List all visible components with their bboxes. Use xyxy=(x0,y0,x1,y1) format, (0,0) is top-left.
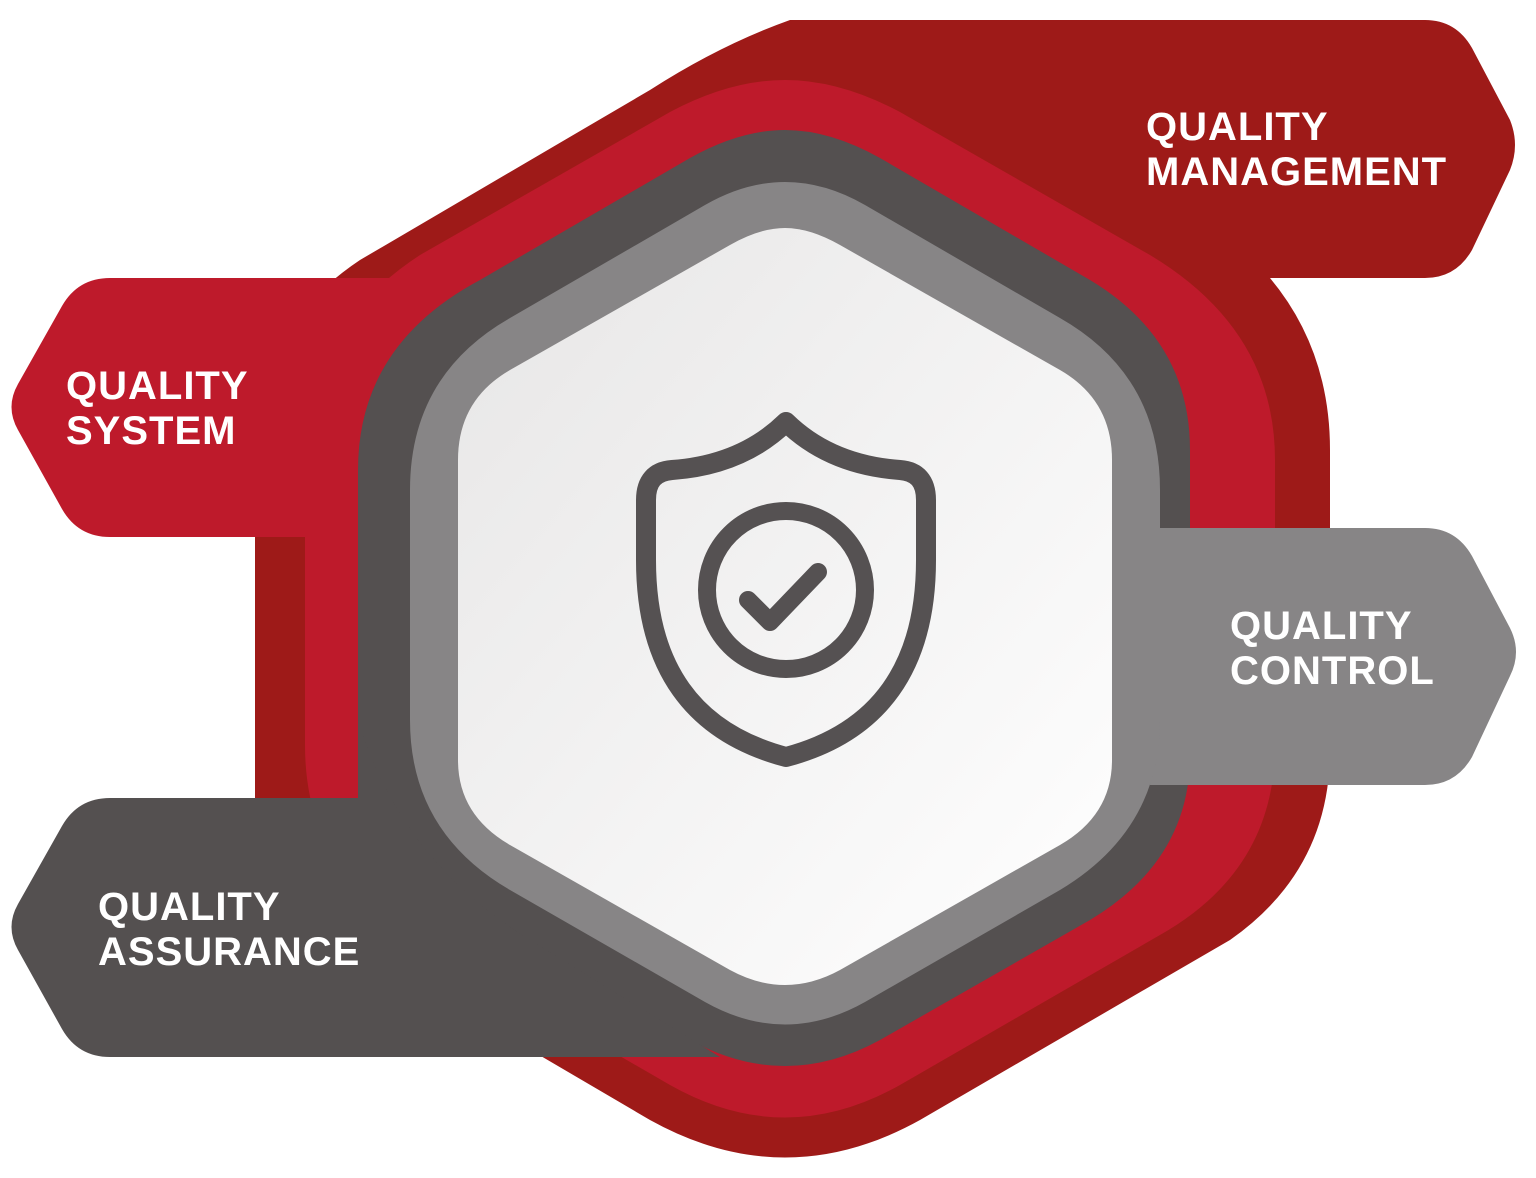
shield-outline xyxy=(636,412,936,767)
check-mark xyxy=(739,563,827,631)
quality-management-line1: QUALITY xyxy=(1146,105,1329,149)
quality-system-label: QUALITY SYSTEM xyxy=(66,364,249,454)
quality-assurance-line1: QUALITY xyxy=(98,885,281,929)
quality-system-segment xyxy=(11,278,440,800)
check-circle xyxy=(698,502,874,678)
quality-system-connector xyxy=(255,537,305,800)
quality-system-tab xyxy=(11,278,440,537)
quality-management-label: QUALITY MANAGEMENT xyxy=(1146,105,1447,195)
quality-assurance-tab xyxy=(11,720,720,1057)
quality-system-line2: SYSTEM xyxy=(66,409,237,453)
quality-control-label: QUALITY CONTROL xyxy=(1230,604,1435,694)
quality-system-line1: QUALITY xyxy=(66,364,249,408)
quality-management-line2: MANAGEMENT xyxy=(1146,150,1448,194)
shield-check-icon xyxy=(636,412,936,767)
quality-control-line2: CONTROL xyxy=(1230,649,1435,693)
quality-control-tab xyxy=(1150,528,1516,785)
quality-assurance-label: QUALITY ASSURANCE xyxy=(98,885,360,975)
quality-control-line1: QUALITY xyxy=(1230,604,1413,648)
quality-assurance-line2: ASSURANCE xyxy=(98,930,361,974)
